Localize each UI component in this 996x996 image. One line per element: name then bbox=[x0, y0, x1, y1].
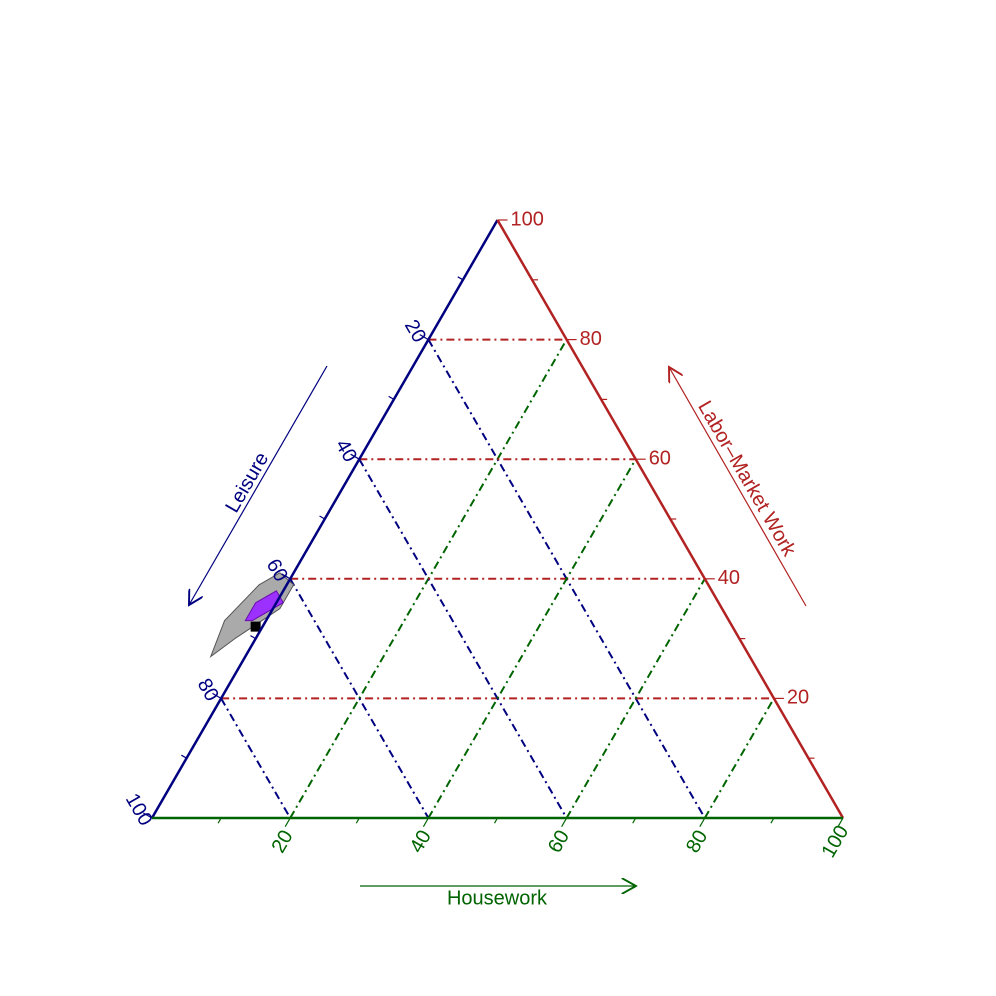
data-series bbox=[209, 572, 295, 658]
leisure-tick bbox=[281, 573, 291, 580]
housework-tick-label: 20 bbox=[267, 827, 297, 857]
confidence-region bbox=[244, 590, 284, 622]
leisure-axis-label: Leisure bbox=[221, 449, 273, 517]
leisure-tick bbox=[181, 754, 187, 759]
labor-axis-label: Labor–Market Work bbox=[693, 397, 800, 561]
housework-tick bbox=[355, 817, 360, 824]
labor-tick-label: 60 bbox=[649, 447, 671, 469]
leisure-tick-label: 40 bbox=[331, 436, 361, 466]
leisure-tick bbox=[350, 453, 360, 460]
leisure-grid-line bbox=[358, 458, 568, 819]
leisure-tick-label: 100 bbox=[121, 790, 157, 830]
housework-tick bbox=[217, 817, 222, 824]
housework-tick-label: 80 bbox=[682, 827, 712, 857]
leisure-tick bbox=[388, 395, 395, 400]
triangle-axes bbox=[150, 219, 845, 820]
leisure-tick-label: 80 bbox=[193, 675, 223, 705]
labor-tick-label: 40 bbox=[718, 567, 740, 589]
labor-direction-arrow bbox=[669, 367, 807, 607]
leisure-tick bbox=[250, 635, 256, 640]
leisure-tick bbox=[212, 692, 222, 699]
housework-tick-label: 60 bbox=[544, 827, 574, 857]
leisure-tick bbox=[419, 334, 429, 341]
housework-axis-title: Housework bbox=[360, 886, 636, 909]
housework-grid-line bbox=[427, 458, 637, 819]
housework-tick bbox=[561, 817, 568, 827]
labor-tick-label: 100 bbox=[511, 208, 544, 230]
housework-tick-labels: 20 40 60 80 100 bbox=[267, 822, 853, 862]
housework-tick bbox=[837, 817, 844, 827]
housework-grid-line bbox=[703, 697, 775, 819]
housework-tick bbox=[699, 817, 706, 827]
leisure-tick bbox=[143, 812, 153, 819]
labor-tick-label: 80 bbox=[580, 328, 602, 350]
housework-tick bbox=[284, 817, 291, 827]
leisure-tick bbox=[457, 276, 464, 281]
housework-tick-label: 40 bbox=[406, 827, 436, 857]
housework-tick-label: 100 bbox=[818, 822, 854, 862]
tick-marks bbox=[143, 219, 844, 827]
leisure-axis-title: Leisure bbox=[189, 365, 328, 605]
labor-tick-labels: 20 40 60 80 100 bbox=[511, 208, 810, 708]
leisure-direction-arrow bbox=[189, 365, 328, 605]
leisure-grid-line bbox=[289, 578, 430, 819]
labor-tick-label: 20 bbox=[787, 687, 809, 709]
leisure-grid-line bbox=[220, 697, 292, 819]
grid-lines bbox=[220, 338, 775, 819]
housework-tick bbox=[493, 817, 499, 824]
estimate-point bbox=[250, 621, 261, 632]
housework-grid-line bbox=[565, 578, 706, 819]
housework-tick bbox=[770, 817, 775, 824]
housework-axis-label: Housework bbox=[447, 887, 548, 909]
housework-tick bbox=[632, 817, 637, 824]
housework-tick bbox=[422, 817, 429, 827]
leisure-tick-label: 20 bbox=[400, 316, 430, 346]
leisure-tick bbox=[319, 515, 326, 520]
